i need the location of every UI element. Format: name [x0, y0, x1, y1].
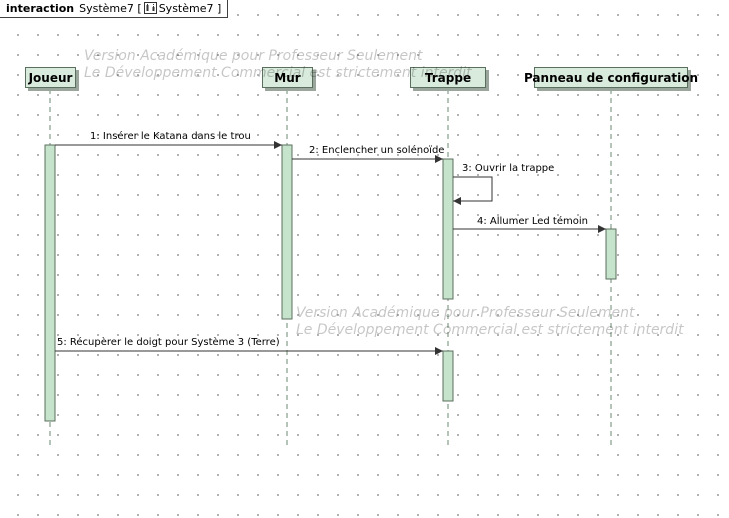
frame-ref-open: [ — [137, 2, 142, 15]
lifeline-mur[interactable]: Mur — [262, 67, 313, 88]
message-3-arrow[interactable] — [453, 176, 493, 205]
frame-ref-name: Système7 — [158, 2, 214, 15]
message-4-label: 4: Allumer Led témoin — [477, 215, 588, 227]
message-1-label: 1: Insérer le Katana dans le trou — [90, 130, 251, 142]
diagram-icon — [143, 2, 157, 14]
lifeline-panneau[interactable]: Panneau de configuration — [524, 67, 698, 88]
activation-joueur[interactable] — [44, 144, 56, 422]
activation-trappe-2[interactable] — [442, 350, 454, 402]
frame-keyword: interaction — [6, 2, 75, 15]
activation-trappe-1[interactable] — [442, 158, 454, 300]
activation-bars — [44, 144, 617, 422]
lifeline-joueur[interactable]: Joueur — [25, 67, 76, 88]
frame-ref-close: ] — [217, 2, 222, 15]
message-5-label: 5: Récupèrer le doigt pour Système 3 (Te… — [57, 336, 280, 348]
lifeline-trappe[interactable]: Trappe — [410, 67, 486, 88]
activation-mur[interactable] — [281, 144, 293, 320]
message-labels: 1: Insérer le Katana dans le trou 2: Enc… — [57, 130, 588, 348]
message-2-label: 2: Enclencher un solénoïde — [309, 144, 444, 156]
message-3-label: 3: Ouvrir la trappe — [462, 163, 554, 174]
messages — [55, 141, 606, 355]
frame-name: Système7 — [79, 2, 134, 15]
activation-panneau[interactable] — [605, 228, 617, 280]
lifeline-lines — [49, 89, 612, 446]
